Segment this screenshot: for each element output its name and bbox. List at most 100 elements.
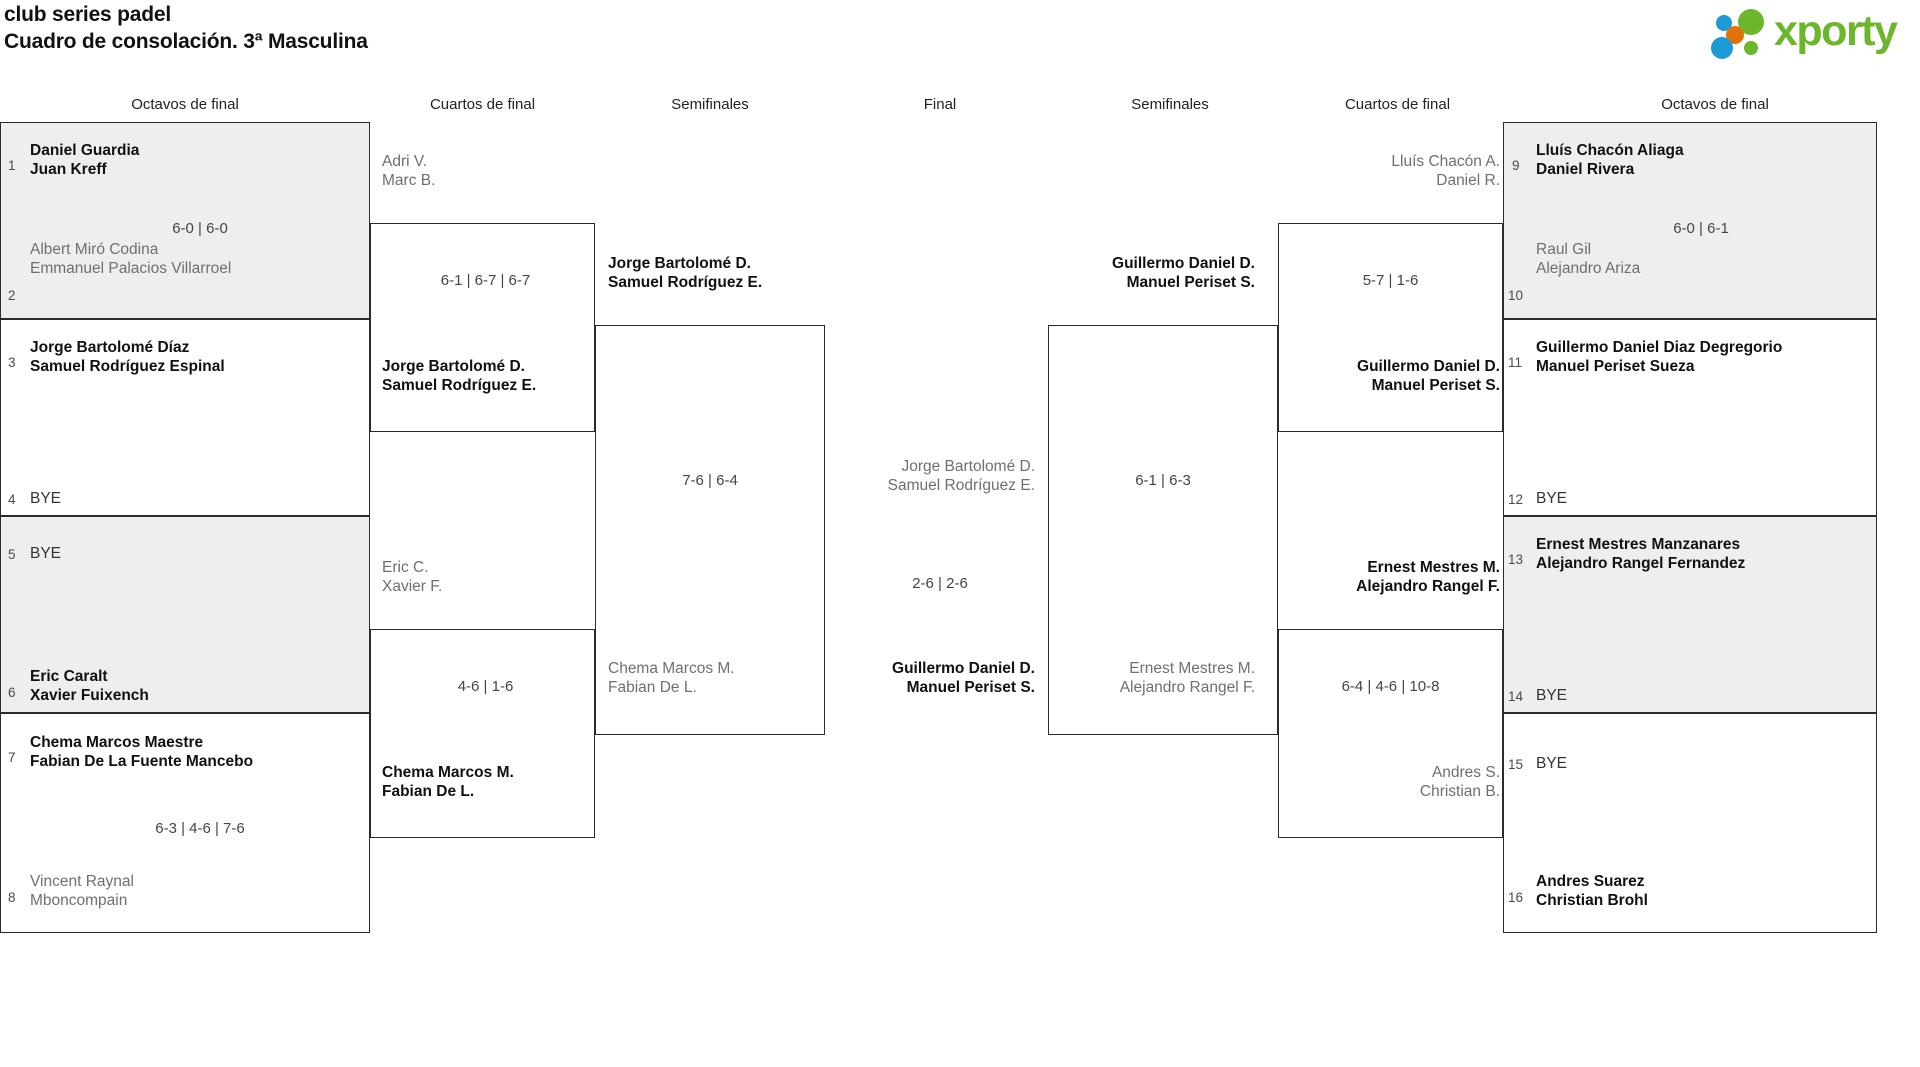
player-name: Eric C. (382, 559, 429, 576)
bye-label-14: BYE (1536, 687, 1568, 704)
team-left-r16-4-bottom: Vincent Raynal Mboncompain (30, 872, 134, 911)
team-left-r16-1-top: Daniel Guardia Juan Kreff (30, 141, 139, 180)
match-box-right-r16-2[interactable] (1503, 319, 1877, 516)
player-name: Eric Caralt (30, 668, 108, 685)
score-left-r16-4: 6-3 | 4-6 | 7-6 (155, 820, 245, 837)
bye-label-12: BYE (1536, 490, 1568, 507)
bracket-subtitle: Cuadro de consolación. 3ª Masculina (4, 29, 368, 53)
player-name: Jorge Bartolomé D. (608, 255, 751, 272)
seed-number-15: 15 (1508, 757, 1524, 772)
score-right-sf: 6-1 | 6-3 (1135, 472, 1191, 489)
player-name: Manuel Periset Sueza (1536, 358, 1695, 376)
player-name: Ernest Mestres M. (1129, 660, 1255, 677)
player-name: Emmanuel Palacios Villarroel (30, 260, 232, 278)
seed-number-9: 9 (1512, 158, 1520, 173)
team-left-r16-4-top: Chema Marcos Maestre Fabian De La Fuente… (30, 733, 253, 772)
score-right-r16-1: 6-0 | 6-1 (1673, 220, 1729, 237)
team-final-top: Jorge Bartolomé D. Samuel Rodríguez E. (645, 457, 1035, 496)
player-name: Chema Marcos M. (608, 660, 735, 677)
team-right-qf-2-bottom: Andres S. Christian B. (1285, 763, 1500, 802)
seed-number-6: 6 (8, 685, 16, 700)
seed-number-12: 12 (1508, 492, 1524, 507)
team-right-qf-1-top: Lluís Chacón A. Daniel R. (1285, 152, 1500, 191)
match-box-right-qf-2[interactable] (1278, 629, 1503, 838)
round-heading-right-r16: Octavos de final (1661, 96, 1769, 113)
player-name: Guillermo Daniel D. (1112, 255, 1255, 272)
player-name: Mboncompain (30, 892, 128, 910)
player-name: Lluís Chacón A. (1391, 153, 1500, 170)
team-right-sf-bottom: Ernest Mestres M. Alejandro Rangel F. (1030, 659, 1255, 698)
match-box-left-r16-3[interactable] (0, 516, 370, 713)
match-box-left-r16-2[interactable] (0, 319, 370, 516)
match-box-left-qf-1[interactable] (370, 223, 595, 432)
player-name: Alejandro Rangel Fernandez (1536, 555, 1746, 573)
team-right-r16-2-top: Guillermo Daniel Diaz Degregorio Manuel … (1536, 338, 1782, 377)
seed-number-8: 8 (8, 890, 16, 905)
player-name: Jorge Bartolomé D. (382, 358, 525, 375)
player-name: Fabian De L. (608, 679, 697, 697)
seed-number-13: 13 (1508, 552, 1524, 567)
player-name: Alejandro Rangel F. (1119, 679, 1255, 697)
seed-number-10: 10 (1508, 288, 1524, 303)
score-left-qf-1: 6-1 | 6-7 | 6-7 (440, 272, 531, 289)
player-name: Andres S. (1431, 764, 1500, 781)
team-left-qf-2-bottom: Chema Marcos M. Fabian De L. (382, 763, 514, 802)
team-left-sf-top: Jorge Bartolomé D. Samuel Rodríguez E. (608, 254, 762, 293)
team-left-r16-1-bottom: Albert Miró Codina Emmanuel Palacios Vil… (30, 240, 231, 279)
tournament-name: club series padel (4, 3, 172, 26)
player-name: Ernest Mestres M. (1367, 559, 1500, 576)
seed-number-5: 5 (8, 547, 16, 562)
player-name: Albert Miró Codina (30, 241, 159, 258)
player-name: Chema Marcos M. (382, 764, 514, 781)
player-name: Manuel Periset S. (1126, 274, 1255, 292)
player-name: Adri V. (382, 153, 428, 170)
xporty-logo: xporty (1702, 3, 1912, 59)
match-box-right-r16-1[interactable] (1503, 122, 1877, 319)
player-name: Christian B. (1419, 783, 1500, 801)
player-name: Christian Brohl (1536, 892, 1648, 910)
match-box-left-r16-1[interactable] (0, 122, 370, 319)
match-box-right-sf[interactable] (1048, 325, 1278, 735)
round-heading-left-qf: Cuartos de final (429, 96, 536, 113)
player-name: Marc B. (382, 172, 436, 190)
team-left-sf-bottom: Chema Marcos M. Fabian De L. (608, 659, 735, 698)
logo-dot-blue-small (1716, 15, 1732, 31)
player-name: Lluís Chacón Aliaga (1536, 142, 1684, 159)
player-name: Samuel Rodríguez E. (608, 274, 763, 292)
team-left-qf-2-top: Eric C. Xavier F. (382, 558, 442, 597)
score-left-r16-1: 6-0 | 6-0 (172, 220, 228, 237)
match-box-left-qf-2[interactable] (370, 629, 595, 838)
round-heading-right-sf: Semifinales (1131, 96, 1209, 113)
round-heading-right-qf: Cuartos de final (1344, 96, 1451, 113)
player-name: Samuel Rodríguez E. (887, 477, 1035, 495)
score-left-qf-2: 4-6 | 1-6 (457, 678, 514, 695)
team-right-r16-4-bottom: Andres Suarez Christian Brohl (1536, 872, 1648, 911)
match-box-right-r16-3[interactable] (1503, 516, 1877, 713)
player-name: Jorge Bartolomé D. (901, 458, 1035, 475)
logo-wordmark: xporty (1774, 7, 1898, 55)
player-name: Andres Suarez (1536, 873, 1645, 890)
player-name: Vincent Raynal (30, 873, 134, 890)
player-name: Guillermo Daniel D. (892, 660, 1035, 677)
match-box-left-r16-4[interactable] (0, 713, 370, 933)
player-name: Juan Kreff (30, 161, 107, 179)
score-final: 2-6 | 2-6 (912, 575, 968, 592)
seed-number-11: 11 (1508, 355, 1523, 370)
team-left-qf-1-bottom: Jorge Bartolomé D. Samuel Rodríguez E. (382, 357, 536, 396)
score-right-qf-2: 6-4 | 4-6 | 10-8 (1341, 678, 1440, 695)
player-name: Fabian De La Fuente Mancebo (30, 753, 254, 771)
team-right-r16-1-bottom: Raul Gil Alejandro Ariza (1536, 240, 1640, 279)
logo-dot-green-small (1744, 41, 1758, 55)
bye-label-4: BYE (30, 490, 62, 507)
seed-number-14: 14 (1508, 689, 1524, 704)
seed-number-3: 3 (8, 355, 16, 370)
logo-dot-orange (1726, 26, 1744, 44)
seed-number-7: 7 (8, 750, 16, 765)
match-box-right-r16-4[interactable] (1503, 713, 1877, 933)
match-box-right-qf-1[interactable] (1278, 223, 1503, 432)
player-name: Guillermo Daniel D. (1357, 358, 1500, 375)
player-name: Fabian De L. (382, 783, 475, 801)
player-name: Daniel R. (1436, 172, 1500, 190)
match-box-left-sf[interactable] (595, 325, 825, 735)
player-name: Ernest Mestres Manzanares (1536, 536, 1741, 553)
